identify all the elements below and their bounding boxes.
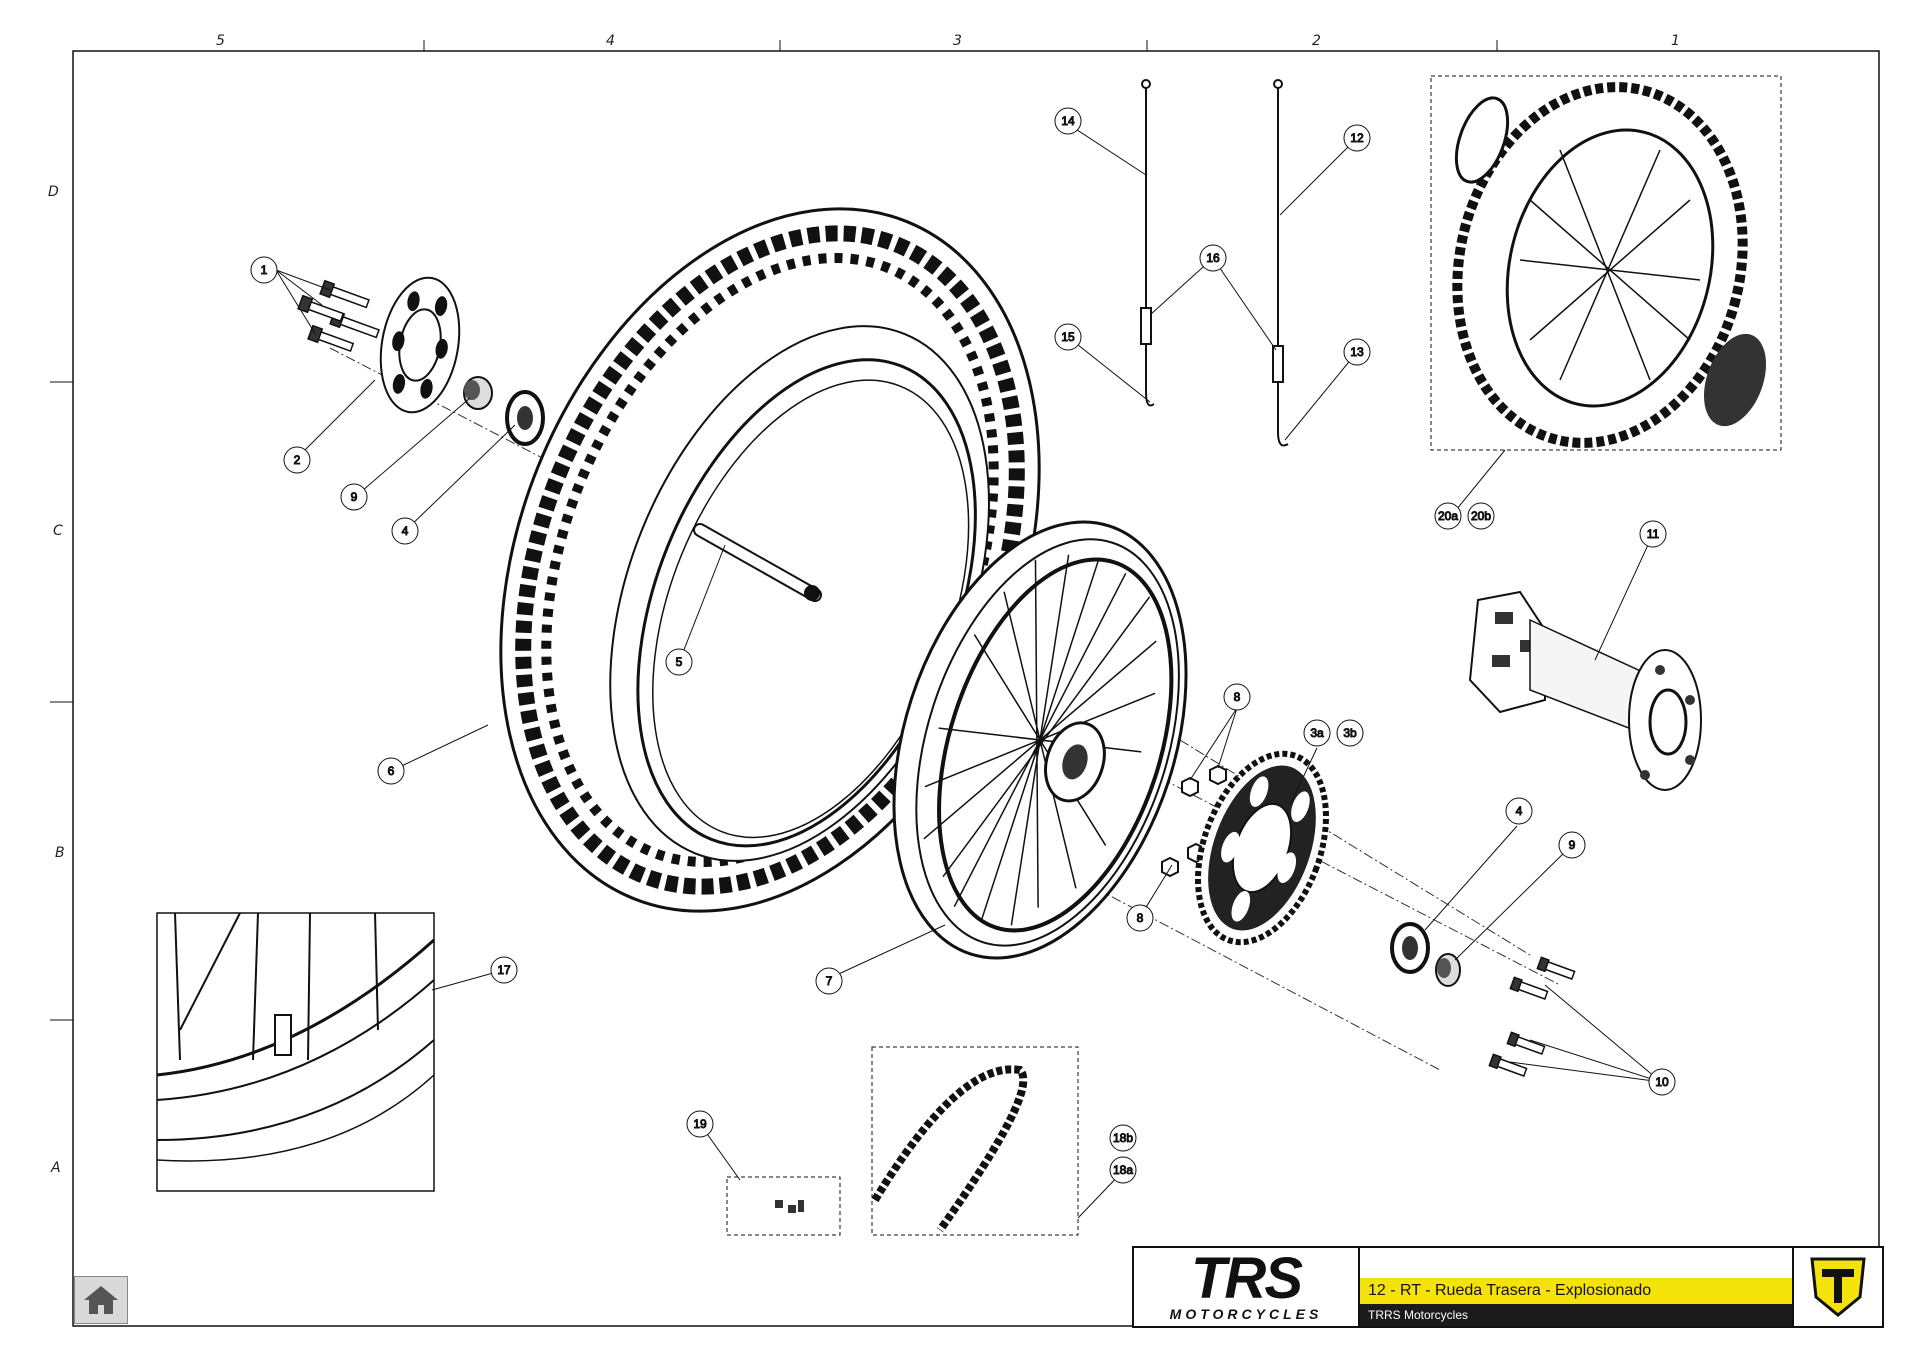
- drawing-title: 12 - RT - Rueda Trasera - Explosionado: [1360, 1278, 1792, 1304]
- svg-text:10: 10: [1655, 1075, 1669, 1089]
- callout-balloons: 1 2 9 4 5 6 7 8 8 3a 3b 4 9 10 11 12 13 …: [250, 107, 1676, 1184]
- ruler-col-2: 2: [1312, 33, 1321, 49]
- callout-8: 8: [1223, 683, 1251, 711]
- callout-14: 14: [1054, 107, 1082, 135]
- wheel-rim: [892, 520, 1188, 960]
- svg-text:4: 4: [402, 524, 409, 538]
- ruler-row-d: D: [48, 184, 59, 200]
- brake-disc: [379, 276, 461, 414]
- callout-10: 10: [1648, 1068, 1676, 1096]
- callout-3a: 3a: [1303, 719, 1331, 747]
- svg-text:5: 5: [676, 655, 683, 669]
- svg-text:20a: 20a: [1438, 509, 1458, 523]
- bearing: [505, 390, 545, 446]
- assembled-wheel-view: [1430, 75, 1782, 451]
- callout-5: 5: [665, 648, 693, 676]
- callout-16: 16: [1199, 244, 1227, 272]
- svg-text:7: 7: [826, 974, 833, 988]
- svg-text:13: 13: [1350, 345, 1364, 359]
- home-icon: [84, 1286, 118, 1314]
- svg-text:4: 4: [1516, 804, 1523, 818]
- brand-logo: TRS MOTORCYCLES: [1134, 1248, 1360, 1326]
- callout-2: 2: [283, 446, 311, 474]
- callout-19: 19: [686, 1110, 714, 1138]
- ruler-col-1: 1: [1671, 33, 1680, 49]
- svg-text:8: 8: [1234, 690, 1241, 704]
- valve-detail-view: [156, 912, 436, 1192]
- svg-text:9: 9: [1569, 838, 1576, 852]
- svg-text:12: 12: [1350, 131, 1364, 145]
- callout-6: 6: [377, 757, 405, 785]
- svg-text:16: 16: [1206, 251, 1220, 265]
- svg-text:3a: 3a: [1310, 726, 1324, 740]
- callout-17: 17: [490, 956, 518, 984]
- callout-7: 7: [815, 967, 843, 995]
- svg-text:1: 1: [261, 263, 268, 277]
- trs-shield-emblem-icon: [1792, 1248, 1882, 1326]
- disc-bolts: [297, 279, 380, 353]
- ruler-row-b: B: [55, 845, 65, 861]
- svg-text:14: 14: [1061, 114, 1075, 128]
- callout-4: 4: [1505, 797, 1533, 825]
- callout-12: 12: [1343, 124, 1371, 152]
- svg-text:17: 17: [497, 963, 511, 977]
- svg-text:11: 11: [1647, 527, 1660, 541]
- svg-text:2: 2: [294, 453, 301, 467]
- svg-text:15: 15: [1061, 330, 1075, 344]
- callout-4: 4: [391, 517, 419, 545]
- callout-1: 1: [250, 256, 278, 284]
- svg-text:3b: 3b: [1343, 726, 1357, 740]
- svg-text:18a: 18a: [1113, 1163, 1133, 1177]
- sprocket-bolts: [1488, 956, 1576, 1077]
- callout-18a: 18a: [1109, 1156, 1137, 1184]
- ruler-col-4: 4: [606, 33, 615, 49]
- spacer: [463, 376, 493, 410]
- callout-3b: 3b: [1336, 719, 1364, 747]
- svg-text:9: 9: [351, 490, 358, 504]
- rear-sprocket: [1195, 750, 1329, 946]
- callout-9: 9: [1558, 831, 1586, 859]
- ruler-row-a: A: [51, 1160, 61, 1176]
- drawing-frame: [72, 50, 1880, 1327]
- svg-text:6: 6: [388, 764, 395, 778]
- wheel-hub: [1468, 590, 1702, 791]
- ruler-col-5: 5: [216, 33, 225, 49]
- company-name: TRRS Motorcycles: [1360, 1304, 1792, 1326]
- callout-13: 13: [1343, 338, 1371, 366]
- bearing-right: [1390, 922, 1430, 974]
- svg-text:8: 8: [1137, 911, 1144, 925]
- ruler-ticks: [50, 40, 1498, 1021]
- svg-text:18b: 18b: [1113, 1131, 1133, 1145]
- callout-15: 15: [1054, 323, 1082, 351]
- brand-name: TRS: [1191, 1246, 1303, 1311]
- title-info: 12 - RT - Rueda Trasera - Explosionado T…: [1360, 1248, 1792, 1326]
- callout-20b: 20b: [1467, 502, 1495, 530]
- callout-18b: 18b: [1109, 1124, 1137, 1152]
- callout-20a: 20a: [1434, 502, 1462, 530]
- home-button[interactable]: [74, 1276, 128, 1324]
- callout-9: 9: [340, 483, 368, 511]
- svg-text:20b: 20b: [1471, 509, 1491, 523]
- svg-text:19: 19: [693, 1117, 707, 1131]
- leader-lines: [275, 123, 1662, 1219]
- valve-stem: [693, 523, 822, 602]
- spoke-outer: [1272, 79, 1289, 447]
- ruler-col-3: 3: [953, 33, 962, 49]
- spoke-inner: [1140, 79, 1155, 407]
- chain-clip-detail: [726, 1176, 841, 1236]
- callout-8: 8: [1126, 904, 1154, 932]
- spacer-right: [1435, 953, 1461, 987]
- chain-detail: [871, 1046, 1079, 1236]
- callout-11: 11: [1639, 520, 1667, 548]
- title-block: TRS MOTORCYCLES 12 - RT - Rueda Trasera …: [1132, 1246, 1884, 1328]
- ruler-row-c: C: [53, 523, 63, 539]
- brand-subtitle: MOTORCYCLES: [1169, 1306, 1323, 1322]
